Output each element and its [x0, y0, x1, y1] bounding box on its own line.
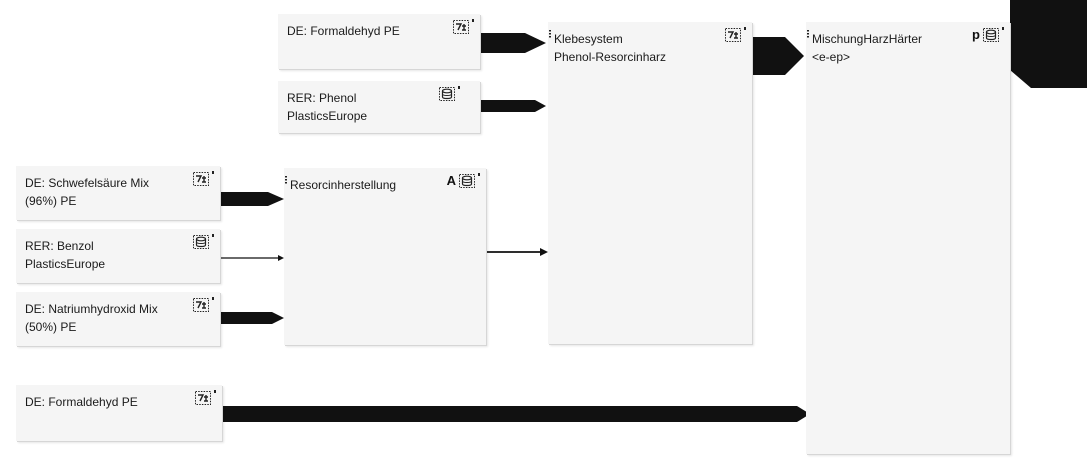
marker-tick [744, 27, 746, 30]
process-box-formaldehyd-top[interactable]: DE: Formaldehyd PE [278, 14, 480, 69]
process-box-label: RER: Benzol PlasticsEurope [25, 239, 106, 271]
flow-arrow-schwefelsaeure-to-resorcin[interactable] [220, 192, 284, 206]
marker-tick [458, 86, 460, 89]
marker-tick [212, 171, 214, 174]
process-box-mischung[interactable]: MischungHarzHärter <e-ep> p [806, 22, 1010, 454]
process-box-klebesystem[interactable]: Klebesystem Phenol-Resorcinharz [548, 22, 752, 344]
process-box-formaldehyd-bottom[interactable]: DE: Formaldehyd PE [16, 385, 222, 441]
process-plan-icon [195, 391, 211, 405]
connector-dots [807, 30, 809, 39]
process-plan-icon [193, 172, 209, 186]
process-type-badge: p [972, 27, 980, 42]
process-box-label: DE: Schwefelsäure Mix (96%) PE [25, 176, 150, 208]
flow-arrow-formaldehyd-to-klebesystem[interactable] [480, 33, 546, 53]
database-icon [983, 28, 999, 42]
marker-tick [212, 297, 214, 300]
process-box-label: MischungHarzHärter <e-ep> [812, 32, 923, 64]
flow-arrow-klebesystem-to-mischung[interactable] [752, 37, 804, 75]
process-box-label: DE: Formaldehyd PE [287, 24, 400, 38]
marker-tick [214, 390, 216, 393]
marker-tick [212, 234, 214, 237]
marker-tick [478, 173, 480, 176]
process-plan-icon [453, 20, 469, 34]
marker-tick [472, 19, 474, 22]
flow-arrow-mischung-output[interactable] [1010, 0, 1087, 88]
flow-arrow-phenol-to-klebesystem[interactable] [480, 100, 546, 112]
process-box-label: DE: Formaldehyd PE [25, 395, 138, 409]
process-box-label: RER: Phenol PlasticsEurope [287, 91, 368, 123]
process-box-schwefelsaeure[interactable]: DE: Schwefelsäure Mix (96%) PE [16, 166, 220, 220]
flow-arrow-natriumhydroxid-to-resorcin[interactable] [220, 312, 284, 324]
process-box-label: Resorcinherstellung [290, 178, 397, 192]
database-icon [193, 235, 209, 249]
process-box-natriumhydroxid[interactable]: DE: Natriumhydroxid Mix (50%) PE [16, 292, 220, 346]
database-icon [459, 174, 475, 188]
process-box-label: DE: Natriumhydroxid Mix (50%) PE [25, 302, 158, 334]
marker-tick [1002, 27, 1004, 30]
process-box-resorcin[interactable]: Resorcinherstellung A [284, 168, 486, 345]
process-box-label: Klebesystem Phenol-Resorcinharz [554, 32, 667, 64]
flow-arrow-formaldehyd-bottom-to-mischung[interactable] [222, 406, 810, 422]
process-type-badge: A [446, 173, 456, 188]
process-plan-icon [193, 298, 209, 312]
database-icon [439, 87, 455, 101]
process-plan-icon [725, 28, 741, 42]
flow-arrow-resorcin-to-klebesystem-head [540, 248, 548, 256]
process-box-phenol[interactable]: RER: Phenol PlasticsEurope [278, 81, 480, 133]
connector-dots [549, 30, 551, 39]
connector-dots [285, 176, 287, 185]
flow-arrow-benzol-to-resorcin-head [278, 255, 284, 261]
process-box-benzol[interactable]: RER: Benzol PlasticsEurope [16, 229, 220, 283]
